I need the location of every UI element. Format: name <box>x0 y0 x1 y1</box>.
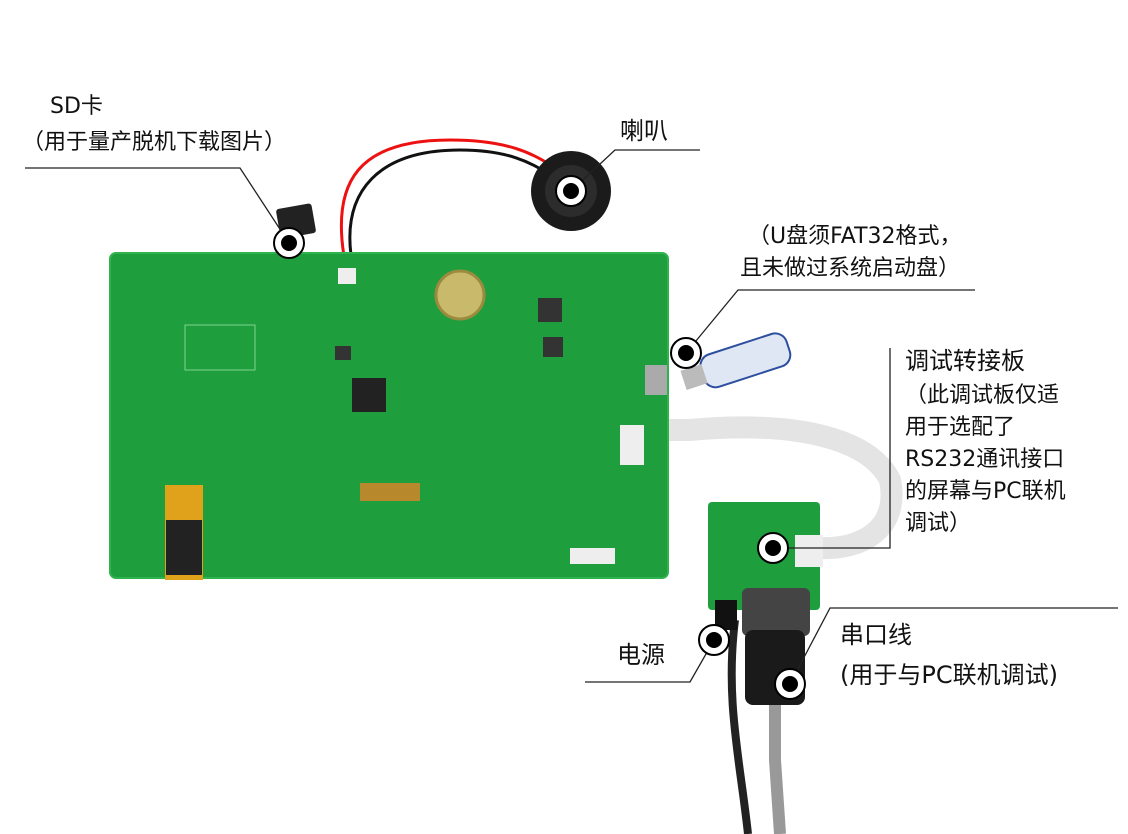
marker-power <box>698 624 730 656</box>
callout-markers <box>273 175 806 700</box>
serial-title: 串口线 <box>840 621 912 649</box>
flex-cable-stiffener <box>166 520 202 575</box>
main-chip <box>352 378 386 412</box>
power-cable <box>727 619 752 834</box>
power-jack <box>715 600 737 630</box>
usb-port <box>645 365 667 395</box>
speaker-title: 喇叭 <box>620 117 668 145</box>
usb-drive <box>680 332 792 390</box>
db9-connector <box>742 588 810 636</box>
adapter-note-line: 的屏幕与PC联机 <box>905 479 1066 504</box>
marker-speaker <box>555 175 587 207</box>
leader-sd-card <box>25 167 290 244</box>
marker-usb <box>670 337 702 369</box>
usb-note-line2: 且未做过系统启动盘） <box>740 256 961 281</box>
coin-battery <box>434 269 486 321</box>
leader-usb <box>685 289 975 354</box>
main-board <box>109 252 669 579</box>
marker-adapter <box>757 532 789 564</box>
chip <box>538 298 562 322</box>
speaker-wire-black <box>348 148 557 263</box>
sd-card-title: SD卡 <box>50 94 103 119</box>
leader-adapter <box>773 348 891 549</box>
serial-note: (用于与PC联机调试) <box>840 661 1058 689</box>
pin-header <box>570 548 615 564</box>
adapter-connector <box>795 535 823 567</box>
chip <box>543 337 563 357</box>
adapter-title: 调试转接板 <box>905 347 1025 375</box>
serial-cable <box>769 700 786 834</box>
board-connector <box>620 425 644 465</box>
adapter-note-line: 用于选配了 <box>905 415 1016 440</box>
leader-lines <box>25 149 1118 685</box>
chip <box>335 346 351 360</box>
power-title: 电源 <box>617 641 665 669</box>
leader-serial <box>789 607 1118 685</box>
sd-card-note: （用于量产脱机下载图片） <box>22 130 287 155</box>
leader-speaker <box>570 149 700 192</box>
board-silkscreen <box>184 324 256 371</box>
adapter-note-line: RS232通讯接口 <box>905 447 1065 472</box>
usb-note-line1: （U盘须FAT32格式， <box>748 224 962 249</box>
fpc-connector <box>360 483 420 501</box>
adapter-note-line: 调试） <box>905 511 972 536</box>
ribbon-cable <box>640 416 903 560</box>
marker-serial <box>774 668 806 700</box>
leader-power <box>585 639 715 683</box>
marker-sd-card <box>273 227 305 259</box>
speaker-connector <box>338 268 356 284</box>
adapter-note-line: （此调试板仅适 <box>905 383 1060 408</box>
speaker-wire-red <box>339 138 561 263</box>
